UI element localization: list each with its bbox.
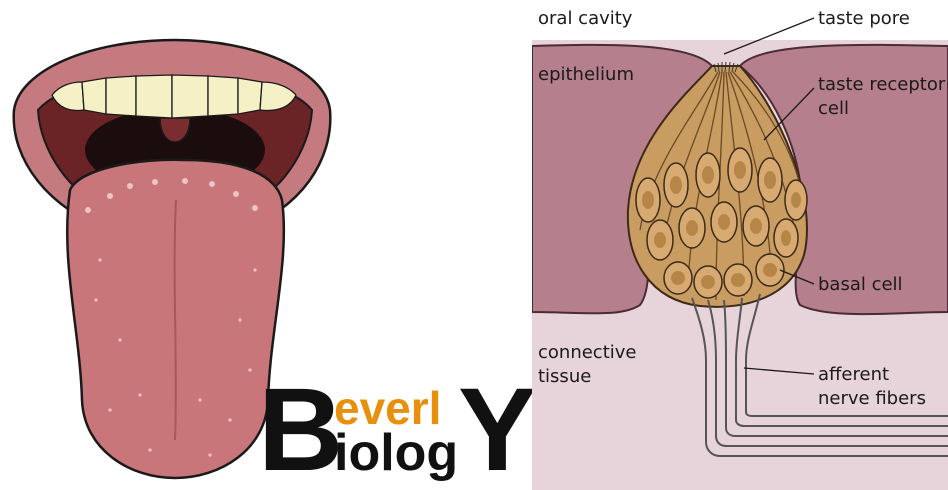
label-connective: connective bbox=[538, 342, 636, 363]
logo-big-y: Y bbox=[458, 364, 537, 490]
logo-bottom-word: iolog bbox=[334, 424, 458, 482]
label-afferent: afferent bbox=[818, 364, 889, 385]
label-basal-cell: basal cell bbox=[818, 274, 903, 295]
label-epithelium: epithelium bbox=[538, 64, 634, 85]
label-oral-cavity: oral cavity bbox=[538, 8, 633, 29]
beverly-biology-logo: B everl iolog Y bbox=[258, 364, 537, 490]
taste-bud-diagram: oral cavity taste pore epithelium taste … bbox=[532, 8, 948, 490]
label-taste-receptor: taste receptor bbox=[818, 74, 946, 95]
label-taste-receptor-cell: cell bbox=[818, 98, 849, 119]
tongue-midline bbox=[175, 200, 176, 440]
label-taste-pore: taste pore bbox=[818, 8, 910, 29]
label-tissue: tissue bbox=[538, 366, 591, 387]
logo-big-b: B bbox=[258, 364, 343, 490]
label-nerve-fibers: nerve fibers bbox=[818, 388, 926, 409]
